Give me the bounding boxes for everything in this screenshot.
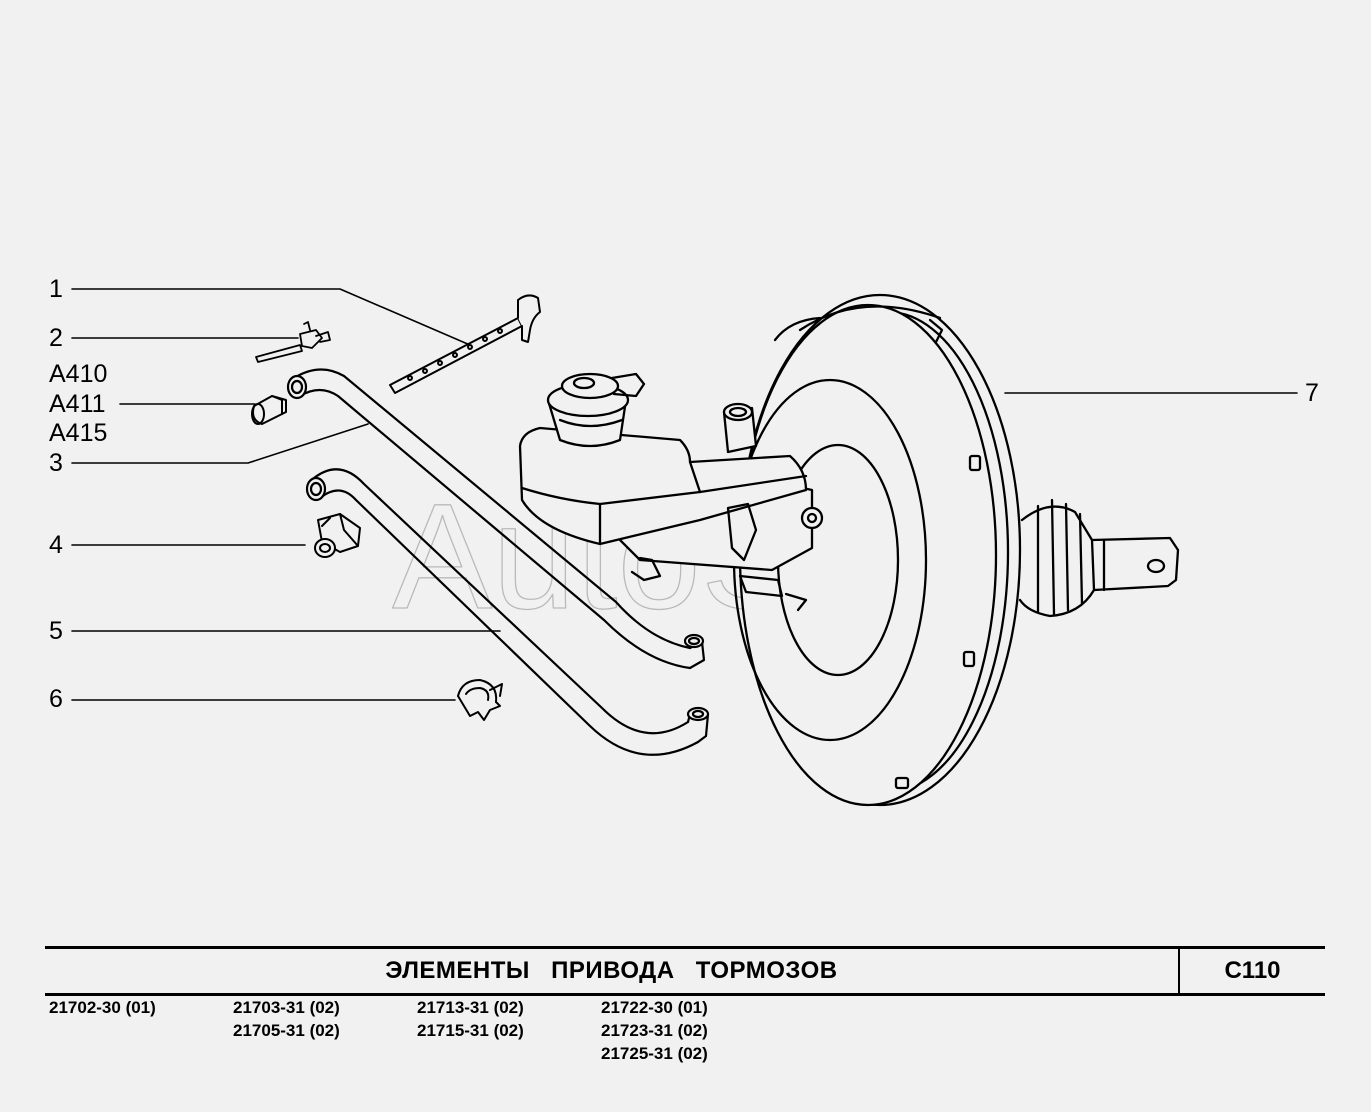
model-code: 21702-30 (01) [49,998,156,1017]
model-column-3: 21713-31 (02) 21715-31 (02) [417,996,524,1042]
diagram-title: ЭЛЕМЕНТЫ ПРИВОДА ТОРМОЗОВ [385,957,838,984]
model-code: 21723-31 (02) [601,1021,708,1040]
model-code: 21725-31 (02) [601,1044,708,1063]
strap-bracket [389,294,541,394]
model-code: 21713-31 (02) [417,998,524,1017]
leader-lines [71,288,1298,701]
diagram-code: С110 [1224,957,1281,984]
brake-booster [722,293,1180,807]
hose-clip [314,513,361,558]
small-fitting [255,321,331,363]
callout-a411: A411 [49,390,106,418]
model-code: 21705-31 (02) [233,1021,340,1040]
title-divider [1178,949,1180,993]
plug-a410 [251,395,287,425]
spring-clip [457,679,503,721]
title-block: ЭЛЕМЕНТЫ ПРИВОДА ТОРМОЗОВ С110 [45,946,1325,996]
model-code: 21703-31 (02) [233,998,340,1017]
callout-6: 6 [49,685,63,713]
brake-parts-diagram: AutoSoft [71,288,1298,807]
model-column-4: 21722-30 (01) 21723-31 (02) 21725-31 (02… [601,996,708,1065]
callout-4: 4 [49,531,63,559]
master-cylinder [518,372,824,612]
model-column-1: 21702-30 (01) [49,996,156,1019]
callout-1: 1 [49,275,63,303]
long-hose [286,368,706,670]
callout-2: 2 [49,324,63,352]
callout-3: 3 [49,449,63,477]
model-code: 21715-31 (02) [417,1021,524,1040]
callout-a415: A415 [49,419,108,447]
model-column-2: 21703-31 (02) 21705-31 (02) [233,996,340,1042]
second-hose [305,468,710,756]
model-code: 21722-30 (01) [601,998,708,1017]
callout-7: 7 [1305,379,1319,407]
callout-a410: A410 [49,360,108,388]
callout-5: 5 [49,617,63,645]
